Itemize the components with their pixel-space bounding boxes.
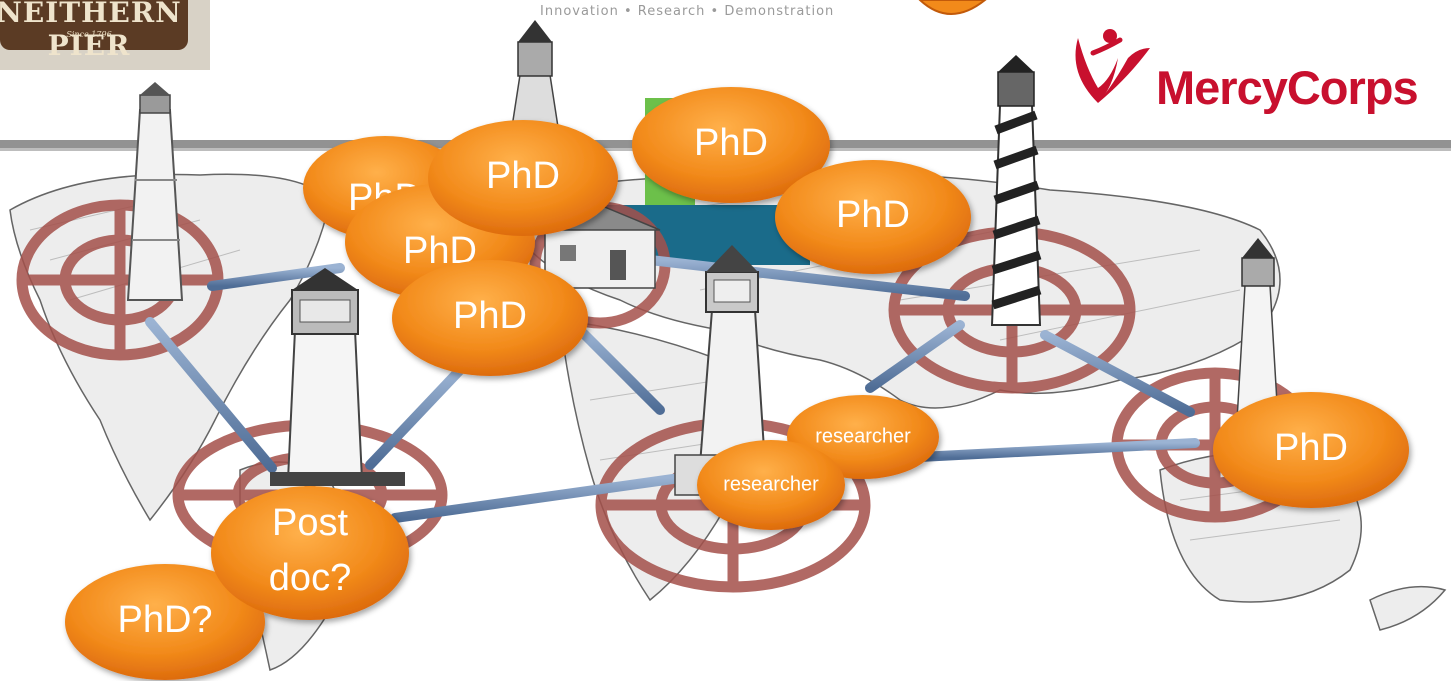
target-west bbox=[16, 199, 224, 361]
bubble-researcher-2: researcher bbox=[697, 440, 845, 530]
bubble-postdoc-label-1: Post bbox=[272, 502, 348, 544]
keeper-house bbox=[539, 204, 661, 289]
mercycorps-wordmark: MercyCorps bbox=[1156, 61, 1419, 114]
bubble-phd-far-east: PhD bbox=[1213, 392, 1409, 508]
lighthouse-southwest bbox=[270, 268, 405, 486]
bubble-phd-lower-label: PhD bbox=[453, 295, 527, 337]
bubble-phd-top-label: PhD bbox=[694, 122, 768, 164]
bubble-researcher-2-label: researcher bbox=[723, 473, 819, 495]
bubble-phd-question: PhD? bbox=[65, 564, 265, 680]
bubble-phd-lower: PhD bbox=[392, 260, 588, 376]
tagline: Innovation • Research • Demonstration bbox=[540, 4, 835, 19]
pier-logo-plate bbox=[0, 0, 188, 50]
bubble-researcher-1-label: researcher bbox=[815, 425, 911, 447]
bubble-postdoc: Post doc? bbox=[211, 486, 409, 620]
mercycorps-logo: MercyCorps bbox=[1058, 18, 1428, 118]
lighthouse-west bbox=[126, 82, 184, 301]
bubble-phd-far-east-label: PhD bbox=[1274, 427, 1348, 469]
bubble-phd-front-top-label: PhD bbox=[486, 155, 560, 197]
bubbles: PhD PhD PhD PhD PhD PhD bbox=[65, 87, 1409, 680]
connectors bbox=[145, 255, 1200, 523]
mercycorps-emblem-icon bbox=[1075, 29, 1150, 103]
bubble-phd-front-top: PhD bbox=[428, 120, 618, 236]
pier-logo: NEITHERN PIER Since 1796 bbox=[0, 0, 210, 70]
bubble-phd-top: PhD bbox=[632, 87, 830, 203]
lighthouse-far-east bbox=[1236, 238, 1279, 421]
pier-logo-text: NEITHERN PIER bbox=[0, 0, 182, 62]
bubble-phd-right: PhD bbox=[775, 160, 971, 274]
bubble-phd-question-label: PhD? bbox=[117, 599, 212, 641]
pier-logo-since: Since 1796 bbox=[66, 30, 112, 39]
bubble-postdoc-label-2: doc? bbox=[269, 557, 351, 599]
partial-logo-icon bbox=[918, 0, 987, 15]
lighthouse-hatteras bbox=[990, 55, 1042, 326]
bubble-phd-right-label: PhD bbox=[836, 194, 910, 236]
